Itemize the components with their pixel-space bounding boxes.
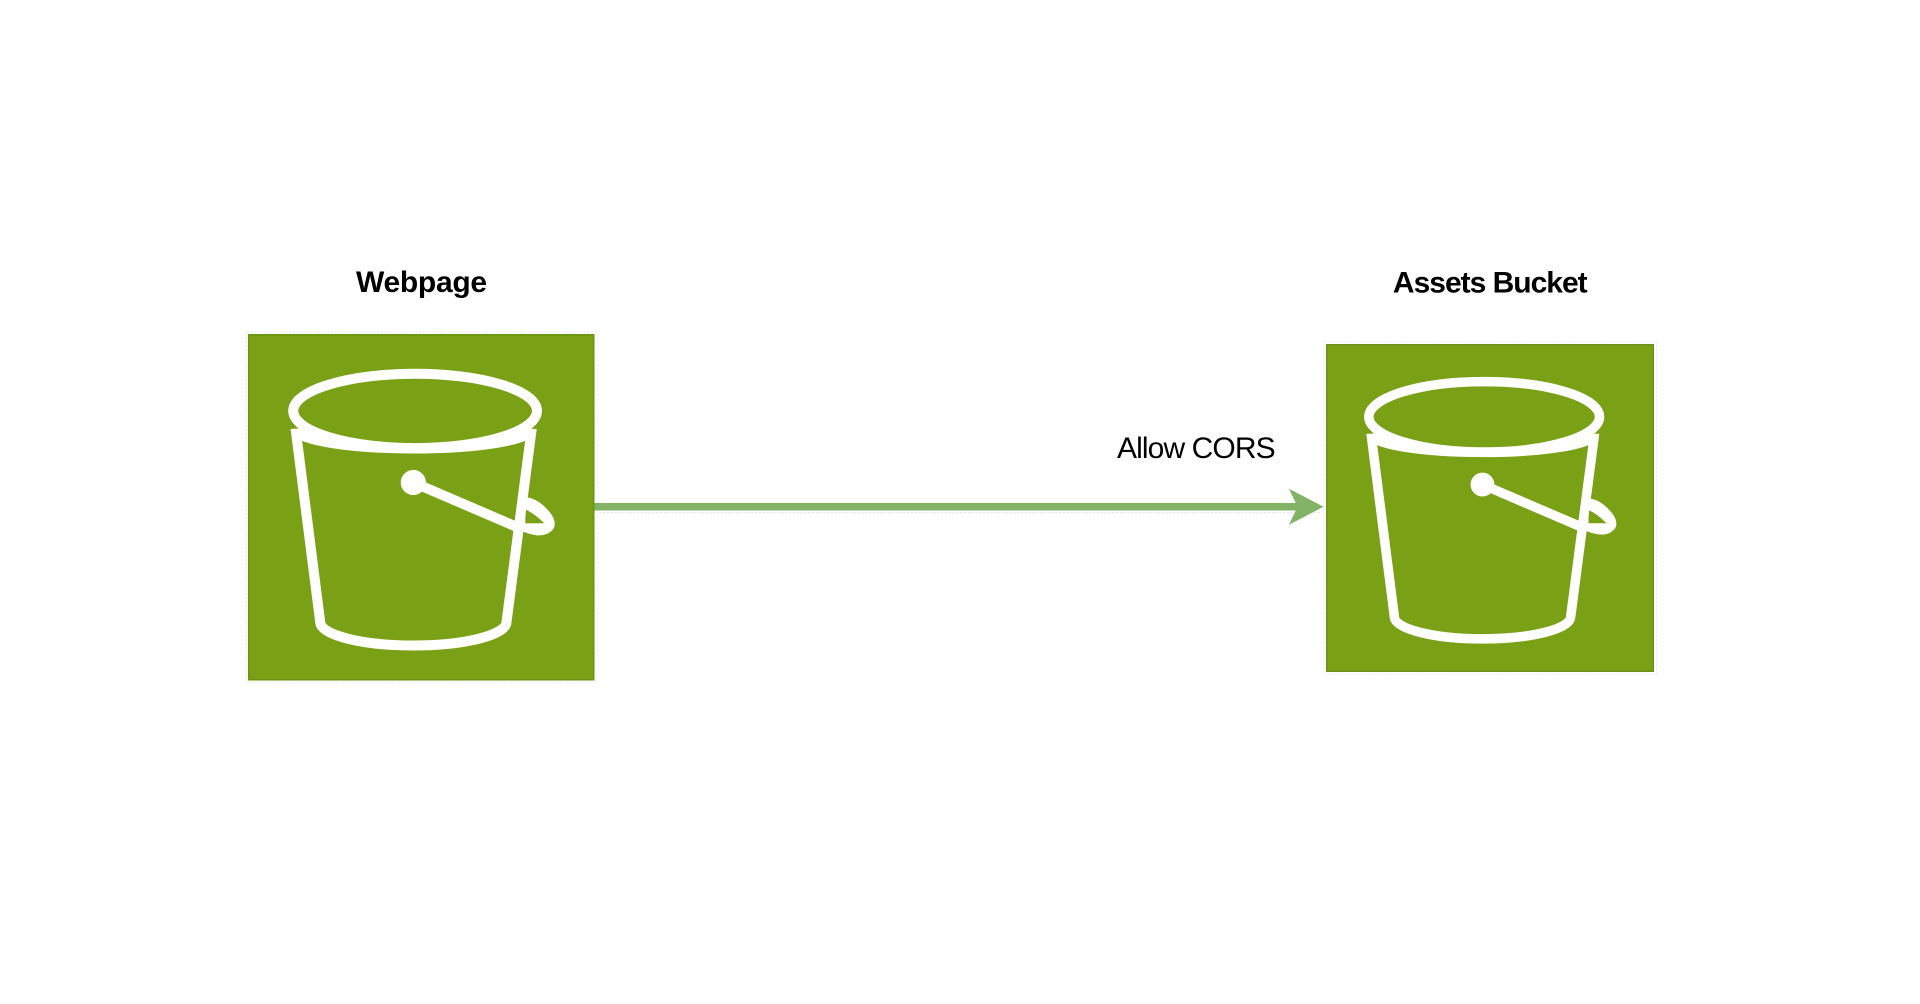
- svg-text:Assets Bucket: Assets Bucket: [1393, 266, 1588, 299]
- svg-text:Webpage: Webpage: [356, 266, 487, 299]
- svg-text:Allow CORS: Allow CORS: [1117, 432, 1275, 465]
